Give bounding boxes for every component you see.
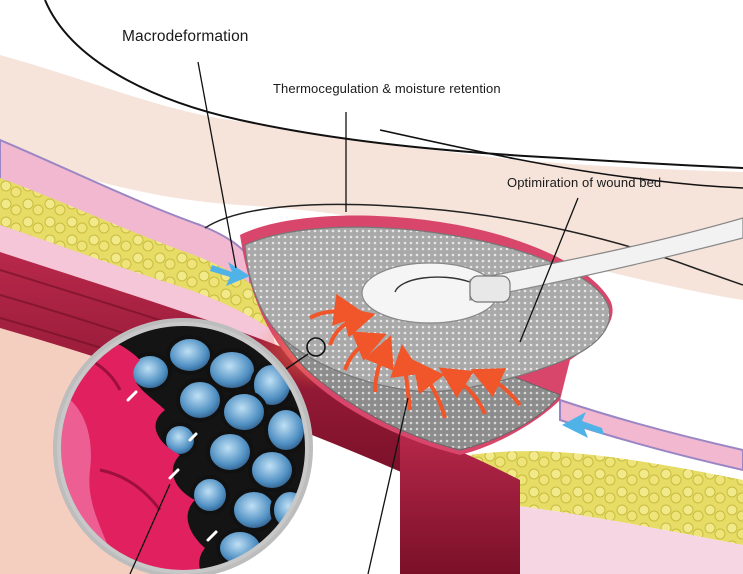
label-thermoregulation: Thermocegulation & moisture retention (273, 81, 501, 96)
tube-connector (470, 276, 510, 302)
label-optimization: Optimiration of wound bed (507, 175, 661, 190)
zoom-detail (55, 320, 315, 574)
label-macrodeformation: Macrodeformation (122, 28, 249, 46)
